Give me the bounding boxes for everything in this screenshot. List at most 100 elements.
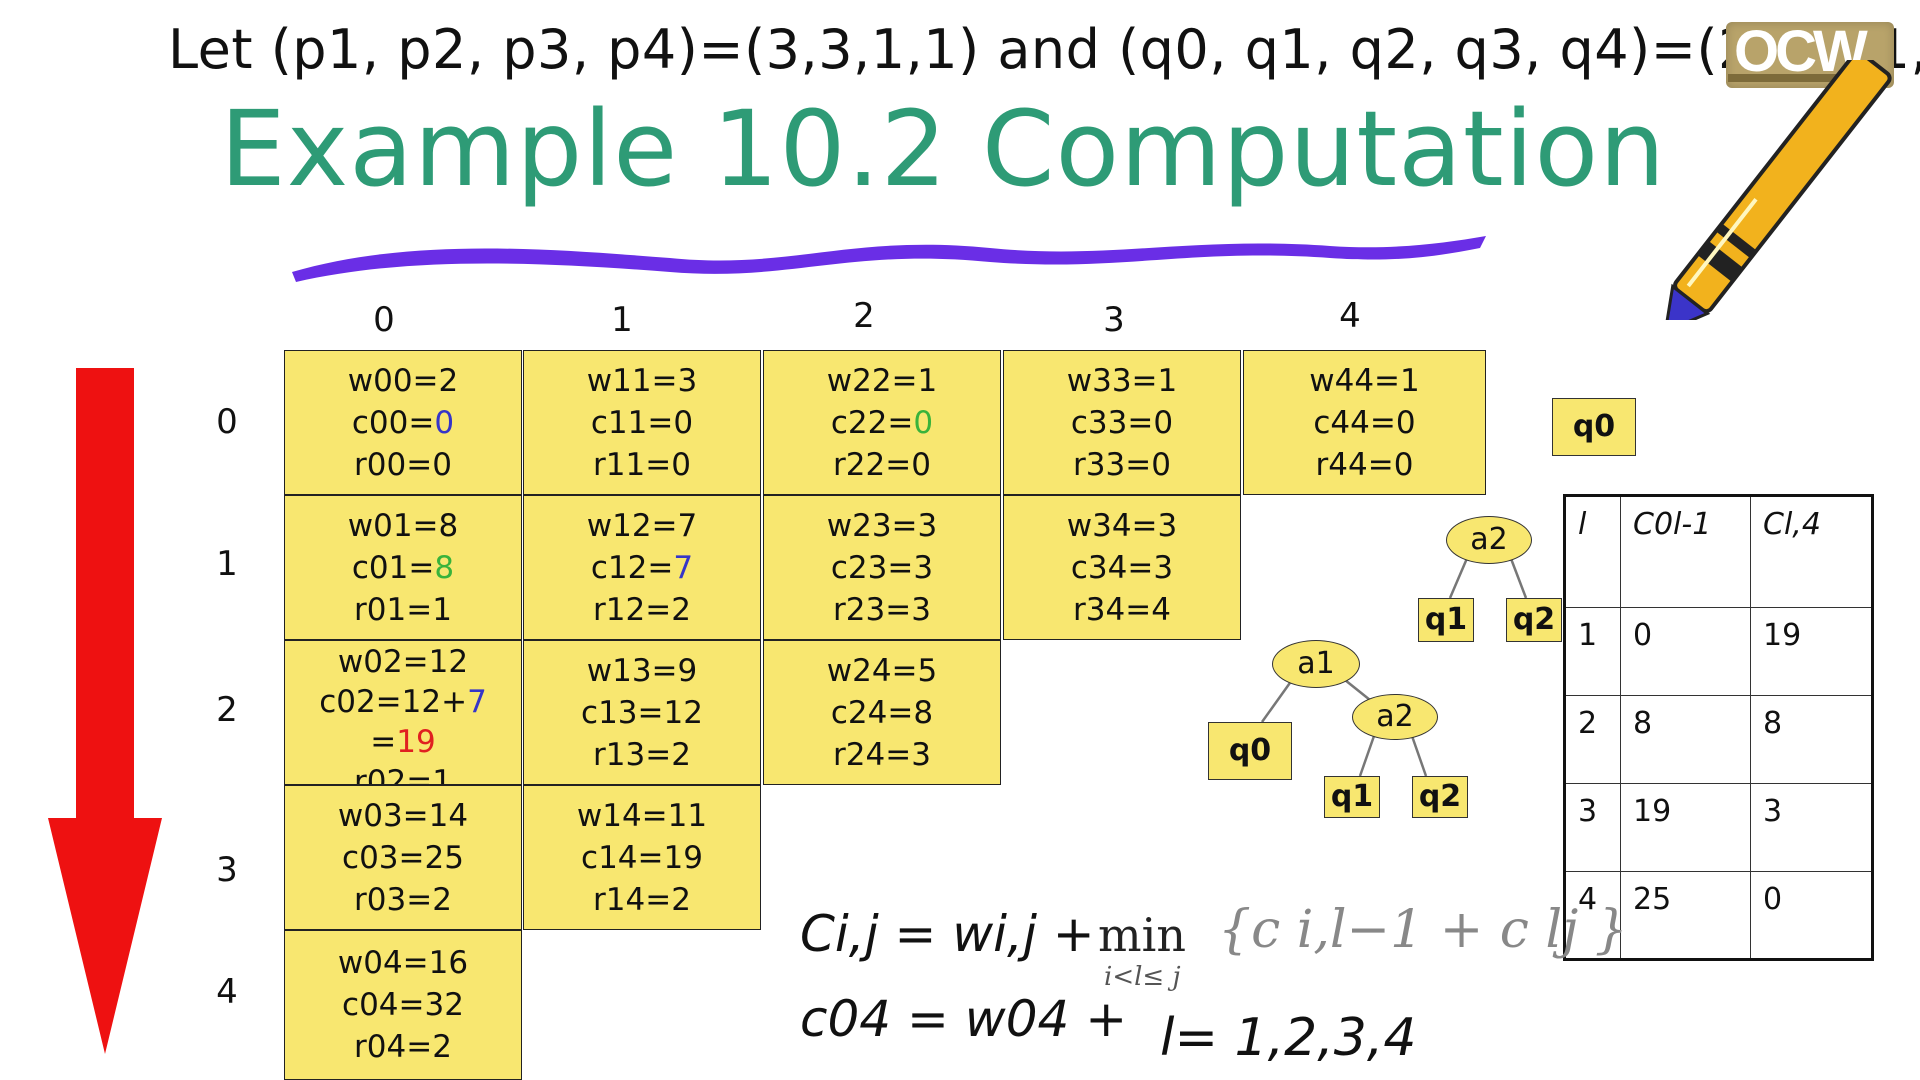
slide-title: Example 10.2 Computation xyxy=(220,88,1667,210)
cost-value: c44=0 xyxy=(1313,404,1416,441)
cell-l: 2 xyxy=(1564,695,1621,784)
table-cell-r0c1: w11=3 c11=0 r11=0 xyxy=(523,350,761,495)
cost-value: c00=0 xyxy=(351,404,455,441)
recurrence-formula-range: i<l≤ j xyxy=(1104,962,1181,992)
c04-formula: c04 = w04 + xyxy=(800,990,1128,1048)
row-header-3: 3 xyxy=(216,850,238,890)
root-value: r01=1 xyxy=(354,591,452,628)
l-range-formula: l= 1,2,3,4 xyxy=(1160,1008,1417,1068)
tree-node-q2-small: q2 xyxy=(1506,598,1562,642)
weight-value: w12=7 xyxy=(586,507,698,544)
weight-value: w33=1 xyxy=(1066,362,1178,399)
pen-icon xyxy=(1663,60,1892,320)
purple-underline-decoration xyxy=(292,236,1486,282)
cost-value: c13=12 xyxy=(581,694,703,731)
root-value: r11=0 xyxy=(593,446,691,483)
cell-c0l-1: 19 xyxy=(1620,783,1751,872)
tree-node-q2-big: q2 xyxy=(1412,776,1468,818)
cell-cl4: 8 xyxy=(1750,695,1873,784)
weight-value: w14=11 xyxy=(576,797,708,834)
problem-statement: Let (p1, p2, p3, p4)=(3,3,1,1) and (q0, … xyxy=(168,18,1920,81)
weight-value: w44=1 xyxy=(1309,362,1420,399)
table-row: 1 0 19 xyxy=(1564,607,1873,696)
root-value: r03=2 xyxy=(354,881,452,918)
recurrence-formula-left: Ci,j = wi,j + xyxy=(800,905,1095,963)
column-header-1: 1 xyxy=(611,300,633,340)
cell-cl4: 3 xyxy=(1750,783,1873,872)
tree-node-a2-small: a2 xyxy=(1446,516,1532,564)
down-arrow-icon xyxy=(48,368,162,1054)
table-cell-r3c1: w14=11 c14=19 r14=2 xyxy=(523,785,761,930)
tree-node-q1-big: q1 xyxy=(1324,776,1380,818)
cost-value: c34=3 xyxy=(1070,549,1174,586)
weight-value: w00=2 xyxy=(347,362,459,399)
weight-value: w03=14 xyxy=(337,797,469,834)
root-value: r33=0 xyxy=(1073,446,1171,483)
tree-node-a1: a1 xyxy=(1272,640,1360,688)
cell-cl4: 19 xyxy=(1750,607,1873,696)
table-cell-r1c1: w12=7 c12=7 r12=2 xyxy=(523,495,761,640)
cost-value: c04=32 xyxy=(342,987,464,1023)
table-cell-r3c0: w03=14 c03=25 r03=2 xyxy=(284,785,522,930)
table-header-row: l C0l-1 Cl,4 xyxy=(1564,495,1873,608)
table-cell-r2c1: w13=9 c13=12 r13=2 xyxy=(523,640,761,785)
row-header-4: 4 xyxy=(216,972,238,1012)
cell-c0l-1: 0 xyxy=(1620,607,1751,696)
cost-value: c23=3 xyxy=(830,549,934,586)
root-value: r00=0 xyxy=(354,446,452,483)
weight-value: w04=16 xyxy=(337,945,469,981)
weight-value: w34=3 xyxy=(1066,507,1178,544)
tree-node-q0-big: q0 xyxy=(1208,722,1292,780)
table-cell-r1c0: w01=8 c01=8 r01=1 xyxy=(284,495,522,640)
root-value: r02=1 xyxy=(354,763,452,784)
root-value: r12=2 xyxy=(593,591,691,628)
root-value: r14=2 xyxy=(593,881,691,918)
cell-cl4: 0 xyxy=(1750,871,1873,960)
cost-value: c03=25 xyxy=(342,839,464,876)
table-cell-r1c3: w34=3 c34=3 r34=4 xyxy=(1003,495,1241,640)
table-row: 3 19 3 xyxy=(1564,783,1873,872)
weight-value: w13=9 xyxy=(586,652,698,689)
table-cell-r0c3: w33=1 c33=0 r33=0 xyxy=(1003,350,1241,495)
root-value: r24=3 xyxy=(833,736,931,773)
cost-value: c14=19 xyxy=(581,839,703,876)
weight-value: w11=3 xyxy=(586,362,698,399)
cell-c0l-1: 8 xyxy=(1620,695,1751,784)
root-value: r04=2 xyxy=(354,1029,452,1065)
row-header-1: 1 xyxy=(216,544,238,584)
cell-c0l-1: 25 xyxy=(1620,871,1751,960)
tree-node-a2-big: a2 xyxy=(1352,694,1438,740)
weight-value: w24=5 xyxy=(826,652,938,689)
table-row: 4 25 0 xyxy=(1564,871,1873,960)
column-header-4: 4 xyxy=(1339,296,1361,336)
cost-value: c22=0 xyxy=(830,404,934,441)
cost-value: c12=7 xyxy=(590,549,694,586)
table-cell-r0c0: w00=2 c00=0 r00=0 xyxy=(284,350,522,495)
cell-l: 1 xyxy=(1564,607,1621,696)
weight-value: w01=8 xyxy=(347,507,459,544)
column-header-2: 2 xyxy=(853,296,875,336)
recurrence-formula-min: min xyxy=(1098,908,1186,962)
cell-l: 3 xyxy=(1564,783,1621,872)
cost-result: =19 xyxy=(370,723,436,760)
root-value: r23=3 xyxy=(833,591,931,628)
header-c0l-1: C0l-1 xyxy=(1620,495,1751,608)
weight-value: w02=12 xyxy=(337,643,469,680)
cell-l: 4 xyxy=(1564,871,1621,960)
table-cell-r0c2: w22=1 c22=0 r22=0 xyxy=(763,350,1001,495)
cost-value: c24=8 xyxy=(830,694,934,731)
recurrence-formula-set: {c i,l−1 + c lj } xyxy=(1218,900,1628,960)
root-value: r44=0 xyxy=(1315,446,1414,483)
header-cl4: Cl,4 xyxy=(1750,495,1873,608)
tree-node-q1-small: q1 xyxy=(1418,598,1474,642)
root-value: r34=4 xyxy=(1073,591,1171,628)
tree-node-q0-single: q0 xyxy=(1552,398,1636,456)
weight-value: w22=1 xyxy=(826,362,938,399)
cost-value: c02=12+7 xyxy=(319,683,487,720)
table-cell-r2c2: w24=5 c24=8 r24=3 xyxy=(763,640,1001,785)
row-header-0: 0 xyxy=(216,402,238,442)
row-header-2: 2 xyxy=(216,690,238,730)
column-header-0: 0 xyxy=(373,300,395,340)
header-l: l xyxy=(1564,495,1621,608)
ocw-logo-subtitle-bar xyxy=(1728,74,1878,82)
